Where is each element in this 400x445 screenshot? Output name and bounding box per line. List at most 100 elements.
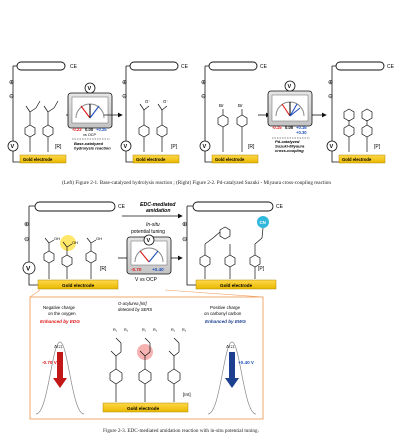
product-tag: [P] bbox=[171, 144, 178, 150]
molecule-biphenyl-2 bbox=[361, 108, 373, 152]
v-right: +0.40 V bbox=[238, 360, 255, 365]
panel-d: Negative charge on the oxygen Enhanced b… bbox=[29, 289, 264, 420]
svg-text:R₁: R₁ bbox=[171, 328, 176, 332]
voltmeter-icon bbox=[7, 140, 19, 152]
svg-text:OH: OH bbox=[96, 236, 102, 241]
panel-c-reactant-cell: CE ⊕ ⊖ V OH OH OH bbox=[22, 201, 126, 290]
barrier-arrow-left bbox=[57, 352, 63, 378]
reactant-tag: [R] bbox=[55, 144, 62, 150]
svg-text:Gold electrode: Gold electrode bbox=[62, 283, 95, 288]
v-vs-ocp: V vs OCP bbox=[135, 277, 158, 283]
gold-electrode bbox=[102, 402, 189, 413]
molecule-carboxylate-1 bbox=[138, 103, 150, 152]
panel-b: CE ⊕ ⊖ V Br Br [R] Gold electrode bbox=[199, 61, 395, 164]
voltmeter-label: V bbox=[11, 144, 15, 150]
panel-a-potential-dial: V -0.23 0.00 +0.25 vs OCP Base-catalyzed… bbox=[66, 82, 123, 151]
svg-text:Gold electrode: Gold electrode bbox=[127, 406, 160, 411]
svg-text:CE: CE bbox=[181, 64, 189, 70]
reactant-tag: [R] bbox=[100, 266, 107, 272]
panel-b-reactant-cell: CE ⊕ ⊖ V Br Br [R] Gold electrode bbox=[199, 61, 268, 164]
svg-text:O⁻: O⁻ bbox=[163, 99, 168, 104]
svg-text:⊖: ⊖ bbox=[201, 94, 206, 100]
molecule-acid-3 bbox=[85, 237, 97, 279]
voltmeter-icon bbox=[84, 82, 96, 94]
oh-label: OH bbox=[72, 240, 78, 245]
svg-text:CE: CE bbox=[118, 204, 126, 210]
svg-text:CE: CE bbox=[387, 64, 395, 70]
svg-text:⊕: ⊕ bbox=[328, 80, 333, 86]
svg-text:⊕: ⊕ bbox=[24, 221, 30, 228]
svg-text:V: V bbox=[288, 84, 292, 90]
molecule-carboxylate-2 bbox=[156, 103, 168, 152]
panel-a-product-cell: CE ⊕ ⊖ V O⁻ O⁻ [P] Gold electrode bbox=[120, 61, 189, 164]
vs-ocp: vs OCP bbox=[83, 133, 97, 137]
panel-b-product-cell: CE ⊕ ⊖ V [P] Gold electrode bbox=[326, 61, 395, 164]
molecule-ester-2 bbox=[42, 100, 59, 152]
center-label-1: O-acylurea [Int] bbox=[118, 301, 147, 306]
voltmeter-icon bbox=[120, 140, 132, 152]
cn-label: CN bbox=[260, 220, 266, 225]
counter-electrode bbox=[34, 201, 116, 212]
molecule-acid-2 bbox=[61, 241, 73, 279]
right-enhanced: Enhanced by EWG bbox=[205, 319, 246, 324]
gold-electrode bbox=[19, 154, 67, 164]
gold-electrode bbox=[37, 279, 119, 290]
caption-top: (Left) Figure 2-1. Base-catalyzed hydrol… bbox=[62, 180, 331, 186]
svg-text:R₂: R₂ bbox=[182, 328, 187, 332]
svg-text:Gold electrode: Gold electrode bbox=[220, 283, 253, 288]
reactant-tag: [R] bbox=[248, 144, 255, 150]
voltmeter-icon bbox=[22, 261, 36, 275]
r1-label: R₁ bbox=[113, 328, 118, 332]
edc-title-2: amidation bbox=[146, 208, 171, 214]
gold-electrode bbox=[211, 154, 259, 164]
panel-c-center: EDC-mediated amidation In-situ potential… bbox=[118, 202, 183, 283]
molecule-acylurea-3 bbox=[167, 337, 181, 402]
panel-c: CE ⊕ ⊖ V OH OH OH bbox=[22, 201, 284, 290]
plus-sign: ⊕ bbox=[9, 80, 14, 86]
svg-text:Gold electrode: Gold electrode bbox=[136, 157, 166, 162]
circuit-wire bbox=[12, 66, 20, 163]
molecule-arylbromide-2 bbox=[236, 109, 248, 152]
br-label: Br bbox=[219, 103, 224, 108]
svg-text:⊕: ⊕ bbox=[201, 80, 206, 86]
svg-text:⊖: ⊖ bbox=[328, 94, 333, 100]
v-left: -0.70 V bbox=[42, 360, 58, 365]
int-tag: [Int] bbox=[183, 392, 191, 397]
svg-text:Gold electrode: Gold electrode bbox=[342, 157, 372, 162]
voltmeter-icon bbox=[143, 234, 155, 246]
dial-neg: -0.23 bbox=[72, 127, 82, 132]
edc-title-1: EDC-mediated bbox=[140, 202, 176, 208]
product-tag: [P] bbox=[374, 144, 381, 150]
energy-curve-left bbox=[35, 341, 85, 415]
molecule-acylurea-2 bbox=[138, 337, 152, 402]
right-label-2: on carbonyl carbon bbox=[204, 311, 242, 316]
molecule-ester-1 bbox=[24, 100, 41, 152]
svg-text:⊖: ⊖ bbox=[122, 94, 127, 100]
caption-bottom: Figure 2-3. EDC-mediated amidation react… bbox=[103, 428, 259, 434]
svg-text:V: V bbox=[147, 238, 151, 244]
svg-text:V: V bbox=[203, 144, 207, 150]
svg-text:CE: CE bbox=[276, 204, 284, 210]
svg-text:V: V bbox=[330, 144, 334, 150]
molecule-amide-2 bbox=[224, 244, 236, 279]
r2-label: R₂ bbox=[124, 328, 129, 332]
highlight-oh bbox=[60, 235, 76, 251]
gold-electrode bbox=[338, 154, 386, 164]
tuning-1: In-situ bbox=[146, 222, 160, 228]
panel-a: CE ⊕ ⊖ V [R] Gold electrode bbox=[7, 61, 189, 164]
voltmeter-icon bbox=[326, 140, 338, 152]
gold-electrode-label: Gold electrode bbox=[23, 157, 53, 162]
molecule-acylurea-1 bbox=[109, 337, 123, 402]
dg-left: ΔG‡ bbox=[54, 344, 63, 349]
svg-text:V: V bbox=[88, 86, 92, 92]
left-enhanced: Enhanced by EDG bbox=[40, 319, 80, 324]
left-label-1: Negative charge bbox=[43, 305, 76, 310]
gold-electrode bbox=[132, 154, 180, 164]
molecule-arylbromide-1 bbox=[217, 109, 229, 152]
center-label-2: detected by SERS bbox=[118, 307, 152, 312]
svg-text:V: V bbox=[124, 144, 128, 150]
dial-zero: 0.00 bbox=[285, 125, 294, 130]
svg-text:Br: Br bbox=[238, 103, 243, 108]
